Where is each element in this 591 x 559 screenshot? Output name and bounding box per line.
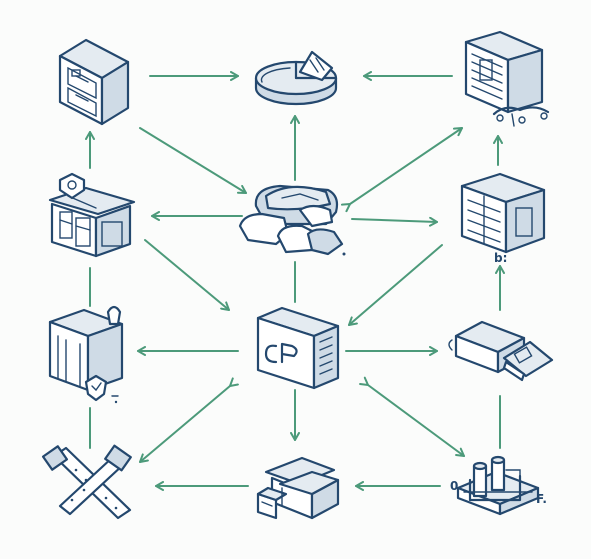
piping-label-right: F. — [536, 492, 547, 506]
arrow-processor-plant-bidirectional — [358, 376, 465, 457]
storage-cabinet-icon — [58, 38, 130, 126]
gear-label: b: — [494, 251, 507, 265]
warehouse-block-icon: b: — [460, 172, 546, 265]
central-stone-hub-icon — [238, 184, 346, 256]
crossed-tools-icon — [41, 444, 132, 520]
main-processor-box-icon — [256, 306, 340, 390]
arrow-processor-tools-bidirectional — [139, 377, 239, 463]
piping-label-left: 0 — [450, 479, 458, 493]
arrow-warehouse-to-processor — [348, 244, 443, 326]
arrow-hub-rack-bidirectional — [340, 127, 463, 213]
arrow-storefront-to-processor — [144, 239, 230, 311]
piping-plant-icon: 0 F. — [450, 455, 547, 516]
stacked-crates-icon — [256, 456, 340, 520]
handheld-scanner-icon — [448, 320, 554, 382]
arrow-cabinet-to-hub — [139, 127, 247, 194]
locked-storefront-icon — [48, 172, 136, 258]
arrow-hub-to-warehouse — [351, 216, 438, 227]
connector-arrows — [85, 71, 505, 491]
server-rack-icon — [464, 30, 550, 127]
shielded-container-icon — [48, 305, 124, 404]
pie-chart-icon — [254, 50, 338, 106]
